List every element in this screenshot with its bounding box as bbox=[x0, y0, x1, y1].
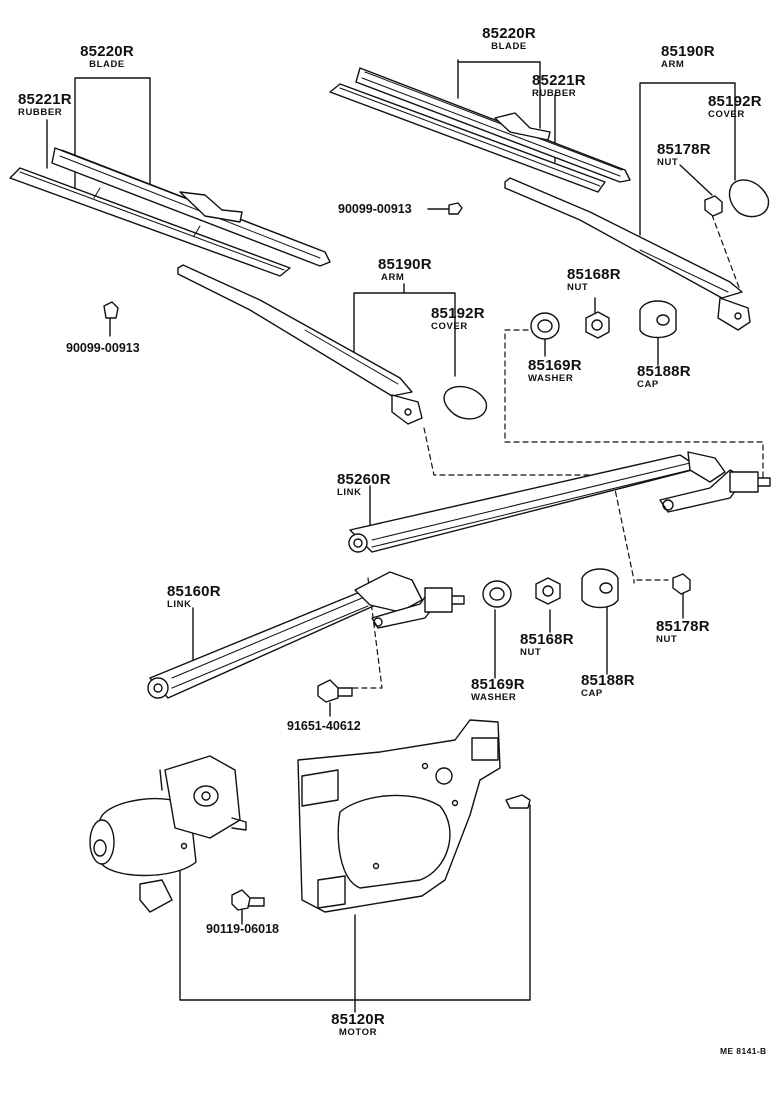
label-screw-top-left: 90099-00913 bbox=[66, 341, 140, 355]
label-blade-left: 85220R BLADE bbox=[80, 43, 134, 70]
label-link-lower: 85160R LINK bbox=[167, 583, 221, 610]
bolt-link-drawing bbox=[317, 679, 353, 703]
left-wiper-arm bbox=[177, 264, 423, 425]
wiper-motor-drawing bbox=[89, 755, 247, 913]
label-arm-left: 85190R ARM bbox=[378, 256, 432, 283]
label-blade-right: 85220R BLADE bbox=[482, 25, 536, 52]
right-wiper-arm bbox=[504, 177, 751, 331]
label-bolt-link: 91651-40612 bbox=[287, 719, 361, 733]
label-cap-upper: 85188R CAP bbox=[637, 363, 691, 390]
bracket-bolt-drawing bbox=[505, 794, 531, 809]
upper-link-drawing bbox=[348, 451, 771, 553]
label-washer-upper: 85169R WASHER bbox=[528, 357, 582, 384]
cap-upper-drawing bbox=[639, 300, 677, 339]
label-screw-top-right: 90099-00913 bbox=[338, 202, 412, 216]
label-nut-lower: 85168R NUT bbox=[520, 631, 574, 658]
washer-lower-drawing bbox=[482, 580, 512, 608]
nut-lower-drawing bbox=[535, 577, 561, 605]
label-link-upper: 85260R LINK bbox=[337, 471, 391, 498]
leader-lines bbox=[46, 59, 736, 1013]
cover-left-drawing bbox=[443, 385, 488, 420]
right-wiper-blade bbox=[329, 67, 631, 193]
label-cover-left: 85192R COVER bbox=[431, 305, 485, 332]
screw-top-left-drawing bbox=[103, 301, 119, 319]
label-arm-right: 85190R ARM bbox=[661, 43, 715, 70]
nut-upper-drawing bbox=[585, 311, 610, 339]
left-wiper-blade bbox=[9, 147, 331, 277]
label-cap-lower: 85188R CAP bbox=[581, 672, 635, 699]
label-nut-right-top: 85178R NUT bbox=[657, 141, 711, 168]
label-nut-upper: 85168R NUT bbox=[567, 266, 621, 293]
label-rubber-left: 85221R RUBBER bbox=[18, 91, 72, 118]
label-nut-lower-right: 85178R NUT bbox=[656, 618, 710, 645]
nut-right-top-drawing bbox=[704, 195, 723, 217]
label-washer-lower: 85169R WASHER bbox=[471, 676, 525, 703]
label-rubber-right: 85221R RUBBER bbox=[532, 72, 586, 99]
cap-lower-drawing bbox=[581, 568, 619, 609]
label-bolt-motor: 90119-06018 bbox=[206, 922, 279, 936]
cover-right-drawing bbox=[728, 179, 770, 218]
label-cover-right: 85192R COVER bbox=[708, 93, 762, 120]
nut-lower-right-drawing bbox=[672, 573, 691, 595]
motor-bracket-drawing bbox=[297, 719, 501, 913]
lower-link-drawing bbox=[147, 571, 465, 699]
screw-top-right-drawing bbox=[448, 202, 463, 215]
label-motor: 85120R MOTOR bbox=[331, 1011, 385, 1038]
bolt-motor-drawing bbox=[231, 889, 265, 911]
washer-upper-drawing bbox=[530, 312, 560, 340]
figure-reference: ME 8141-B bbox=[720, 1046, 767, 1056]
